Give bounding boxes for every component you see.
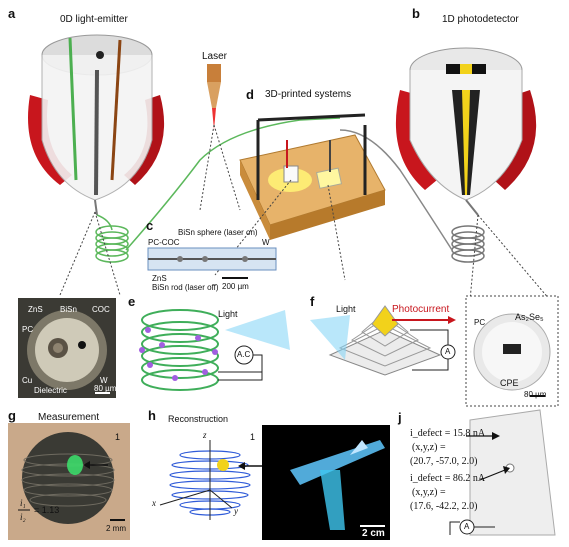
- c-zns-label: ZnS: [152, 274, 167, 283]
- f-light-label: Light: [336, 304, 356, 314]
- core-dot-a: [96, 51, 104, 59]
- panel-c-letter: c: [146, 218, 154, 233]
- green-wire: [68, 37, 78, 181]
- c-sphere-label: BiSn sphere (laser on): [178, 228, 258, 237]
- j-defect1: i_defect = 15.8 nA: [410, 428, 486, 439]
- f-as2se5-label: As₂Se₅: [515, 312, 544, 322]
- h-axis-x: x: [152, 498, 156, 508]
- laser-body: [207, 64, 221, 82]
- inset-w: W: [100, 376, 108, 385]
- g-ratio-num: i₁: [20, 498, 26, 508]
- light-beam-e: [225, 310, 290, 350]
- panel-b-letter: b: [412, 6, 420, 21]
- inset-cu: Cu: [22, 376, 33, 385]
- panel-g-letter: g: [8, 408, 16, 423]
- j-coord-label2: (x,y,z) =: [412, 487, 446, 498]
- g-ratio-val: = 1.13: [34, 505, 60, 515]
- e-light-label: Light: [218, 309, 238, 319]
- inset-zns: ZnS: [28, 305, 43, 314]
- c-rod-label: BiSn rod (laser off): [152, 283, 219, 292]
- g-scale: 2 mm: [106, 524, 126, 533]
- red-ring-right-b: [494, 90, 537, 190]
- laser-label: Laser: [202, 51, 228, 62]
- c-pccoc-label: PC-COC: [148, 238, 180, 247]
- panel-j-letter: j: [398, 410, 402, 425]
- panel-d-title: 3D-printed systems: [265, 89, 352, 100]
- i-scale: 2 cm: [362, 528, 385, 539]
- f-photocurrent-label: Photocurrent: [392, 304, 450, 315]
- panel-a-letter: a: [8, 6, 16, 21]
- green-fiber: [125, 117, 341, 251]
- j-meter-label: A: [464, 522, 470, 531]
- inset-scale: 80 µm: [94, 384, 117, 393]
- green-coil-e: [141, 309, 219, 391]
- f-pc-label: PC: [474, 318, 486, 327]
- panel-b-title: 1D photodetector: [442, 14, 519, 25]
- f-scale-label: 80 µm: [524, 390, 547, 399]
- panel-h-letter: h: [148, 408, 156, 423]
- g-ratio-den: i₂: [20, 512, 26, 522]
- brown-wire: [110, 39, 122, 181]
- green-coil-a: [95, 225, 129, 263]
- core-wire-a: [94, 69, 99, 196]
- c-scale-label: 200 µm: [222, 282, 249, 291]
- sheet-j: [469, 409, 556, 536]
- h-number: 1: [250, 432, 256, 442]
- panel-d-letter: d: [246, 87, 254, 102]
- red-ring-right-a: [124, 95, 165, 185]
- f-meter-label: A: [445, 347, 451, 356]
- g-number: 1: [115, 432, 121, 442]
- pyramid: [328, 329, 442, 376]
- h-title: Reconstruction: [168, 414, 229, 424]
- panel-i-letter: i: [266, 410, 270, 425]
- g-title: Measurement: [38, 412, 100, 423]
- panel-a-title: 0D light-emitter: [60, 14, 128, 25]
- panel-e-letter: e: [128, 294, 136, 309]
- inset-pc: PC: [22, 325, 34, 334]
- gray-coil-b: [451, 225, 485, 263]
- j-coord1: (20.7, -57.0, 2.0): [410, 456, 478, 467]
- h-axis-z: z: [203, 430, 207, 440]
- light-beam-f: [310, 315, 350, 360]
- j-coord2: (17.6, -42.2, 2.0): [410, 501, 478, 512]
- panel-f-letter: f: [310, 294, 315, 309]
- j-coord-label1: (x,y,z) =: [412, 442, 446, 453]
- c-w-label: W: [262, 238, 270, 247]
- e-meter-label: A.C: [237, 350, 251, 359]
- defect-marker-h: [217, 459, 229, 471]
- inset-bisn: BiSn: [60, 305, 77, 314]
- h-axis-y: y: [234, 506, 238, 516]
- inset-dielectric: Dielectric: [34, 386, 67, 395]
- inset-coc: COC: [92, 305, 110, 314]
- emitter-dots: [139, 327, 218, 381]
- j-defect2: i_defect = 86.2 nA: [410, 473, 486, 484]
- f-cpe-label: CPE: [500, 378, 519, 388]
- red-ring-left-a: [28, 95, 72, 185]
